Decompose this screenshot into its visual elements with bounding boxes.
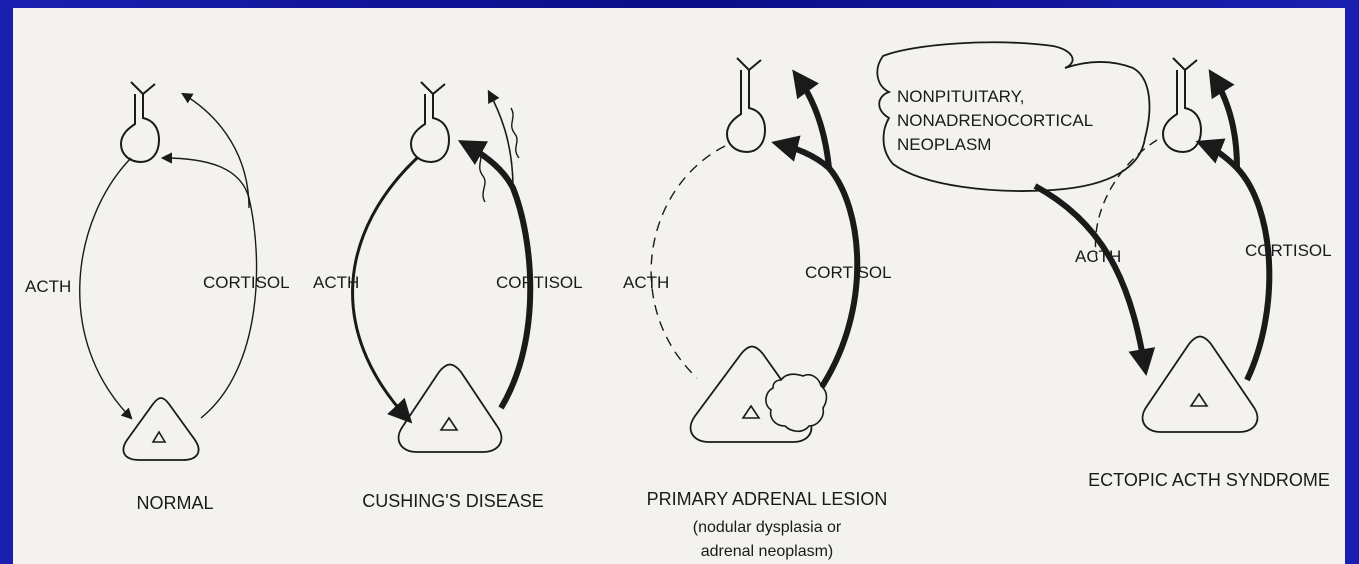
adrenal-core <box>1191 394 1207 406</box>
adrenal-core <box>441 418 457 430</box>
adrenal-gland <box>123 398 198 460</box>
panel-title: NORMAL <box>136 493 213 513</box>
panel-title: ECTOPIC ACTH SYNDROME <box>1088 470 1330 490</box>
panel-cushings-disease: ACTH CORTISOL CUSHING'S DISEASE <box>313 82 583 511</box>
pituitary-gland <box>121 82 159 162</box>
neoplasm-label-2: NONADRENOCORTICAL <box>897 111 1093 130</box>
cortisol-feedback-diagram: ACTH CORTISOL NORMAL ACTH CORTISOL CUSHI… <box>13 8 1345 564</box>
panel-subtitle-1: (nodular dysplasia or <box>693 519 842 536</box>
acth-arrow <box>353 158 417 420</box>
diagram-paper: ACTH CORTISOL NORMAL ACTH CORTISOL CUSHI… <box>13 8 1345 564</box>
neoplasm-label-1: NONPITUITARY, <box>897 87 1025 106</box>
acth-arrow-suppressed <box>651 146 725 378</box>
adrenal-gland <box>1143 337 1258 433</box>
cortisol-label: CORTISOL <box>805 263 892 282</box>
acth-arrow <box>80 158 131 418</box>
acth-arrow <box>1035 186 1145 368</box>
adrenal-gland <box>399 365 502 453</box>
panel-subtitle-2: adrenal neoplasm) <box>701 543 834 560</box>
acth-label: ACTH <box>623 273 669 292</box>
acth-label: ACTH <box>1075 247 1121 266</box>
panel-title: CUSHING'S DISEASE <box>362 491 543 511</box>
cortisol-arrow-2 <box>183 94 249 208</box>
panel-ectopic-acth-syndrome: NONPITUITARY, NONADRENOCORTICAL NEOPLASM… <box>877 42 1331 490</box>
pituitary-gland <box>727 58 765 152</box>
cortisol-label: CORTISOL <box>496 273 583 292</box>
acth-label: ACTH <box>313 273 359 292</box>
panel-primary-adrenal-lesion: ACTH CORTISOL PRIMARY ADRENAL LESION (no… <box>623 58 892 560</box>
panel-normal: ACTH CORTISOL NORMAL <box>25 82 290 513</box>
panel-title: PRIMARY ADRENAL LESION <box>647 489 888 509</box>
acth-suppressed-arrow <box>1095 140 1157 260</box>
adrenal-core <box>153 432 165 442</box>
adrenal-nodule <box>766 374 827 431</box>
tumor-squiggle-2 <box>511 108 519 158</box>
pituitary-gland <box>1163 58 1201 152</box>
pituitary-gland <box>411 82 449 162</box>
cortisol-label: CORTISOL <box>203 273 290 292</box>
cortisol-arrow <box>1203 144 1269 380</box>
adrenal-core <box>743 406 759 418</box>
cortisol-label: CORTISOL <box>1245 241 1332 260</box>
acth-label: ACTH <box>25 277 71 296</box>
neoplasm-label-3: NEOPLASM <box>897 135 991 154</box>
